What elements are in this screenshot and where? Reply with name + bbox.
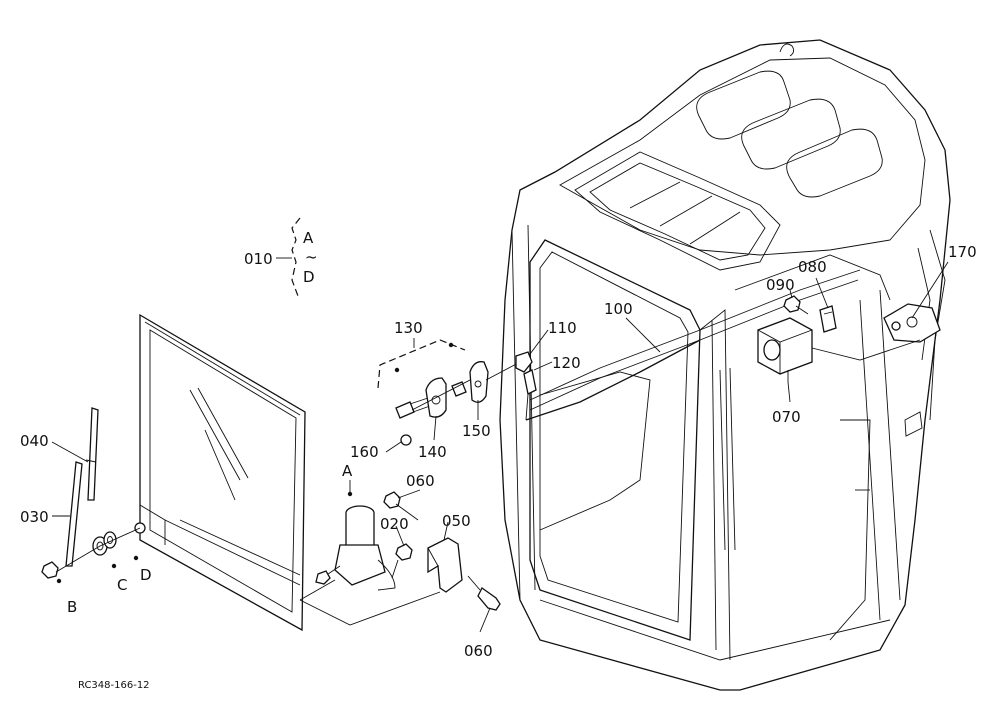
bolt-060-top bbox=[383, 491, 419, 521]
label-key-c: C bbox=[117, 576, 127, 594]
wiper-arm-040 bbox=[85, 407, 99, 501]
nut-b bbox=[41, 561, 62, 584]
washer-d bbox=[103, 531, 139, 561]
wiper-motor-a bbox=[315, 491, 396, 591]
label-070: 070 bbox=[772, 408, 801, 426]
label-range-d: D bbox=[303, 268, 315, 286]
label-key-b: B bbox=[67, 598, 77, 616]
label-030: 030 bbox=[20, 508, 49, 526]
label-060-top: 060 bbox=[406, 472, 435, 490]
wiper-blade-030 bbox=[65, 461, 83, 567]
bolt-020 bbox=[391, 543, 413, 579]
label-150: 150 bbox=[462, 422, 491, 440]
cab-body bbox=[499, 39, 951, 691]
label-key-d: D bbox=[140, 566, 152, 584]
bolt-060-bottom bbox=[467, 575, 501, 611]
bushing-130 bbox=[451, 381, 467, 397]
label-130: 130 bbox=[394, 319, 423, 337]
pin-160 bbox=[395, 397, 431, 419]
label-090: 090 bbox=[766, 276, 795, 294]
label-range-tilde: ~ bbox=[305, 248, 318, 266]
flange-150 bbox=[469, 361, 489, 403]
label-010: 010 bbox=[244, 250, 273, 268]
drawing-reference-code: RC348-166-12 bbox=[78, 680, 150, 691]
nozzle-120 bbox=[523, 369, 537, 421]
washer-tank-070 bbox=[757, 317, 813, 382]
washer-hose-100 bbox=[525, 339, 701, 421]
label-110: 110 bbox=[548, 319, 577, 337]
label-120: 120 bbox=[552, 354, 581, 372]
front-window-glass bbox=[134, 313, 306, 632]
label-140: 140 bbox=[418, 443, 447, 461]
assembly-130-bracket bbox=[377, 339, 466, 389]
label-060-bottom: 060 bbox=[464, 642, 493, 660]
part-labels: 010 A ~ D 130 110 120 100 150 140 160 04… bbox=[20, 229, 977, 691]
label-160: 160 bbox=[350, 443, 379, 461]
leader-lines bbox=[51, 217, 949, 633]
label-100: 100 bbox=[604, 300, 633, 318]
bracket-080 bbox=[819, 305, 837, 333]
label-020: 020 bbox=[380, 515, 409, 533]
label-080: 080 bbox=[798, 258, 827, 276]
label-050: 050 bbox=[442, 512, 471, 530]
label-170: 170 bbox=[948, 243, 977, 261]
label-range-a: A bbox=[303, 229, 314, 247]
label-key-a: A bbox=[342, 462, 353, 480]
label-040: 040 bbox=[20, 432, 49, 450]
elbow-110 bbox=[515, 351, 533, 373]
bolt-090 bbox=[783, 295, 809, 315]
rear-wiper-motor-170 bbox=[883, 303, 941, 343]
bracket-050 bbox=[427, 537, 463, 593]
